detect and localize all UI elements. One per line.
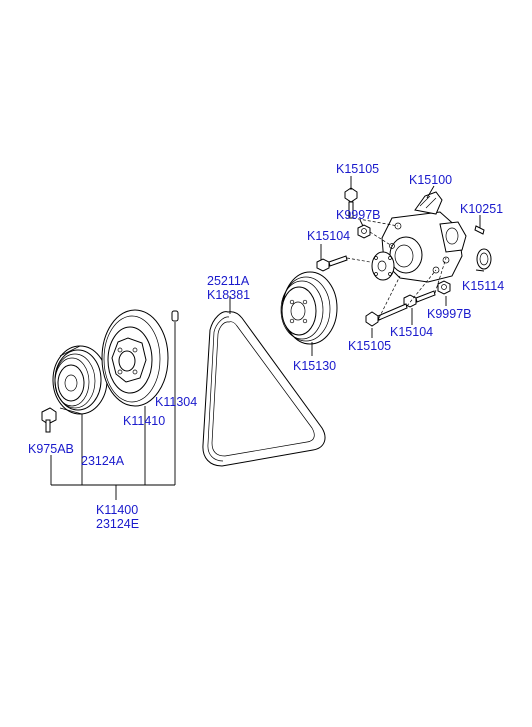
label-k11304[interactable]: K11304 [155, 395, 197, 409]
nut-top[interactable] [357, 224, 371, 239]
label-k15114[interactable]: K15114 [462, 279, 504, 293]
water-pump[interactable] [371, 191, 467, 283]
label-k9997b-bottom[interactable]: K9997B [427, 307, 471, 321]
label-k18381[interactable]: K18381 [207, 288, 250, 302]
label-k15130[interactable]: K15130 [293, 359, 336, 373]
stud-top[interactable] [316, 255, 348, 272]
bolt-bottom[interactable] [365, 303, 408, 327]
label-k15100[interactable]: K15100 [409, 173, 452, 187]
crankshaft-pulley[interactable] [52, 345, 108, 415]
label-k11400[interactable]: K11400 [96, 503, 138, 517]
label-k9997b-top[interactable]: K9997B [336, 208, 380, 222]
water-pump-gasket[interactable] [476, 248, 492, 270]
label-23124a[interactable]: 23124A [81, 454, 125, 468]
label-k15104-top[interactable]: K15104 [307, 229, 350, 243]
woodruff-key[interactable] [171, 310, 179, 322]
crank-pulley-bolt[interactable] [41, 407, 57, 433]
damper-pulley[interactable] [101, 309, 169, 407]
label-k975ab[interactable]: K975AB [28, 442, 74, 456]
label-k10251[interactable]: K10251 [460, 202, 503, 216]
label-23124e[interactable]: 23124E [96, 517, 139, 531]
label-k15104-bottom[interactable]: K15104 [390, 325, 433, 339]
label-k15105-bottom[interactable]: K15105 [348, 339, 391, 353]
label-k11410[interactable]: K11410 [123, 414, 165, 428]
stud-bolt[interactable] [474, 225, 485, 235]
stud-bottom[interactable] [403, 290, 436, 308]
leader-lines [50, 176, 485, 500]
label-k15105-top[interactable]: K15105 [336, 162, 379, 176]
water-pump-pulley[interactable] [280, 271, 338, 345]
v-belt[interactable] [202, 311, 326, 467]
part-labels: K15105 K15100 K10251 K9997B K15104 K1511… [28, 162, 504, 531]
nut-bottom[interactable] [437, 280, 451, 295]
label-25211a[interactable]: 25211A [207, 274, 250, 288]
